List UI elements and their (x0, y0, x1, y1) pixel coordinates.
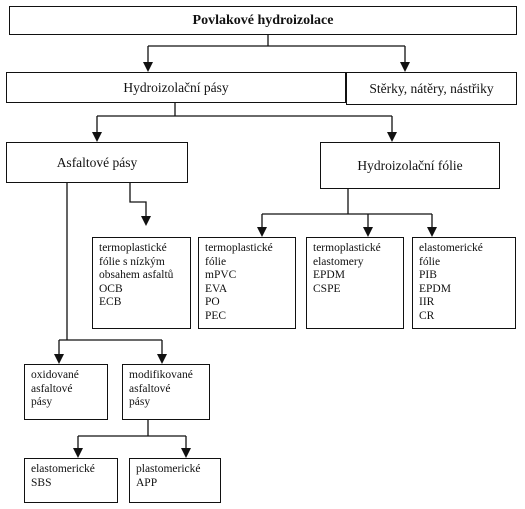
node-label: Asfaltové pásy (56, 154, 138, 170)
node-line: plastomerické (136, 463, 201, 475)
node-line: IIR (419, 296, 435, 308)
node-line: pásy (31, 396, 53, 408)
node-hydroizolacni-folie: Hydroizolační fólie (320, 142, 500, 189)
root-label: Povlakové hydroizolace (192, 12, 334, 28)
node-line: OCB (99, 282, 123, 295)
node-foil-low-asphalt: termoplastické fólie s nízkým obsahem as… (92, 237, 191, 329)
node-line: termoplastické (99, 242, 167, 254)
node-line: asfaltové (31, 382, 73, 395)
node-line: PIB (419, 269, 437, 281)
node-line: APP (136, 476, 158, 489)
node-line: SBS (31, 476, 52, 489)
node-line: oxidované (31, 369, 79, 381)
node-elastomeric-sbs: elastomerické SBS (24, 458, 118, 503)
node-line: elastomerické (419, 242, 483, 254)
node-modified-asphalt: modifikované asfaltové pásy (122, 364, 210, 420)
node-line: modifikované (129, 369, 193, 381)
node-line: mPVC (205, 269, 237, 281)
node-hydroizolacni-pasy: Hydroizolační pásy (6, 72, 346, 103)
node-foil-elastomeric: elastomerické fólie PIB EPDM IIR CR (412, 237, 516, 329)
node-line: EPDM (313, 269, 345, 281)
node-label: Hydroizolační pásy (123, 79, 229, 95)
node-line: termoplastické (313, 242, 381, 254)
node-foil-thermoplastic-elastomers: termoplastické elastomery EPDM CSPE (306, 237, 404, 329)
node-line: elastomery (313, 255, 364, 268)
node-line: pásy (129, 396, 151, 408)
node-line: obsahem asfaltů (99, 269, 174, 281)
node-line: EPDM (419, 282, 451, 295)
node-line: ECB (99, 296, 122, 308)
node-line: PO (205, 296, 220, 308)
node-asfaltove-pasy: Asfaltové pásy (6, 142, 188, 183)
node-label: Hydroizolační fólie (357, 157, 463, 173)
node-line: CSPE (313, 282, 341, 295)
node-line: fólie (419, 255, 441, 268)
node-line: fólie (205, 255, 227, 268)
node-line: fólie s nízkým (99, 255, 165, 268)
node-sterky-natery-nastriky: Stěrky, nátěry, nástřiky (346, 72, 517, 105)
root-node: Povlakové hydroizolace (9, 6, 517, 35)
node-label: Stěrky, nátěry, nástřiky (369, 80, 494, 96)
node-line: asfaltové (129, 382, 171, 395)
node-line: elastomerické (31, 463, 95, 475)
node-oxidized-asphalt: oxidované asfaltové pásy (24, 364, 108, 420)
node-line: CR (419, 309, 435, 322)
node-foil-thermoplastic: termoplastické fólie mPVC EVA PO PEC (198, 237, 296, 329)
node-plastomeric-app: plastomerické APP (129, 458, 221, 503)
node-line: PEC (205, 309, 227, 322)
node-line: EVA (205, 282, 228, 295)
node-line: termoplastické (205, 242, 273, 254)
